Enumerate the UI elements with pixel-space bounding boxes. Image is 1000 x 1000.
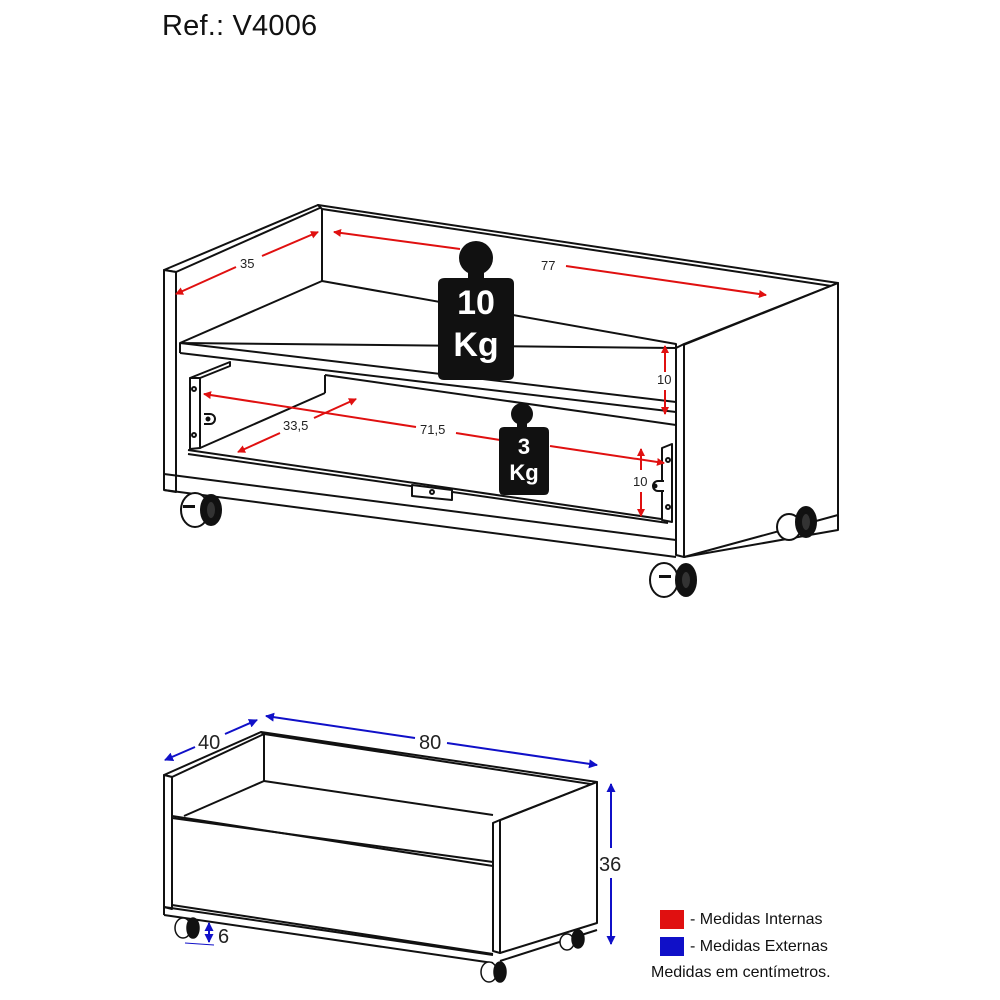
dim-caster: 6 [218,926,229,948]
caster-wheel-icon [180,492,222,528]
dim-height-drawer: 10 [633,474,647,489]
weight-drawer-value: 3 [518,434,530,459]
reference-title: Ref.: V4006 [162,10,318,42]
dim-height-shelf: 10 [657,372,671,387]
dim-width-top: 77 [541,258,555,273]
weight-10kg-icon: 10 Kg [438,241,514,380]
caster-wheel-icon [174,917,200,939]
caster-wheel-icon [480,961,507,983]
legend-label-external: - Medidas Externas [690,937,828,955]
external-dimension-arrows [164,712,616,946]
caster-wheel-icon [649,562,697,598]
legend-label-internal: - Medidas Internas [690,910,823,928]
red-swatch-icon [660,910,684,929]
internal-dimension-labels: 35 77 10 33,5 71,5 10 [240,256,671,489]
caster-wheel-icon [559,929,585,951]
dim-width-drawer: 71,5 [420,422,445,437]
units-note: Medidas em centímetros. [651,964,831,981]
weight-drawer-unit: Kg [509,460,538,485]
blue-swatch-icon [660,937,684,956]
weight-3kg-icon: 3 Kg [499,403,549,495]
legend-item-external: - Medidas Externas [660,933,828,960]
dim-height: 36 [599,854,621,876]
legend: - Medidas Internas - Medidas Externas [660,906,828,960]
dim-depth-drawer: 33,5 [283,418,308,433]
external-dimension-labels: 40 80 36 6 [198,732,621,948]
internal-dimension-arrows [175,228,767,517]
legend-item-internal: - Medidas Internas [660,906,828,933]
caster-wheels-bottom [174,917,585,983]
dim-depth-top: 35 [240,256,254,271]
top-cabinet-drawing [163,204,839,558]
weight-shelf-unit: Kg [453,326,498,364]
dim-depth: 40 [198,732,220,754]
caster-wheels-top [180,492,817,598]
weight-shelf-value: 10 [457,284,495,322]
caster-wheel-icon [776,506,817,541]
dim-width: 80 [419,732,441,754]
